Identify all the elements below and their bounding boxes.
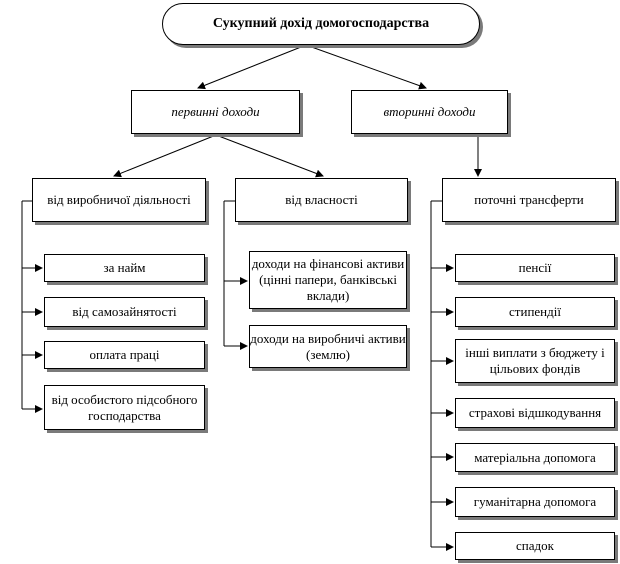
transfer-item: інші виплати з бюджету і цільових фондів [455,339,615,383]
transfer-item-label: спадок [516,538,554,553]
production-item: за найм [44,254,205,282]
root-label: Сукупний дохід домогосподарства [212,16,430,31]
production-item: оплата праці [44,341,205,369]
property-item: доходи на фінансові активи (цінні папери… [249,251,407,309]
transfer-item: матеріальна допомога [455,443,615,472]
transfer-item-label: пенсії [518,260,552,275]
transfer-item-label: стипендії [509,304,561,319]
property-item-label: доходи на фінансові активи (цінні папери… [251,256,405,303]
production-item-label: за найм [103,260,146,275]
production-income-node: від виробничої діяльності [32,178,206,222]
transfer-item: пенсії [455,254,615,282]
transfer-item: спадок [455,532,615,560]
property-income-label: від власності [285,192,358,207]
property-item-label: доходи на виробничі активи (землю) [250,330,406,362]
secondary-income-node: вторинні доходи [351,90,508,134]
transfer-item-label: інші виплати з бюджету і цільових фондів [465,345,605,376]
transfer-item: гуманітарна допомога [455,487,615,517]
property-income-node: від власності [235,178,408,222]
production-item: від особистого підсобного господарства [44,385,205,430]
production-item: від самозайнятості [44,297,205,327]
transfer-item-label: матеріальна допомога [474,449,596,465]
production-item-label: від самозайнятості [72,304,177,319]
production-income-label: від виробничої діяльності [47,192,191,207]
production-item-label: від особистого підсобного господарства [51,391,198,423]
transfer-item: страхові відшкодування [455,398,615,428]
current-transfers-label: поточні трансферти [474,192,584,207]
property-item: доходи на виробничі активи (землю) [249,325,407,368]
primary-income-node: первинні доходи [131,90,300,134]
production-item-label: оплата праці [89,347,160,362]
transfer-item-label: страхові відшкодування [468,405,602,420]
transfer-item-label: гуманітарна допомога [473,494,597,509]
current-transfers-node: поточні трансферти [442,178,616,222]
root-node: Сукупний дохід домогосподарства [162,3,480,45]
primary-income-label: первинні доходи [171,104,260,119]
transfer-item: стипендії [455,297,615,327]
secondary-income-label: вторинні доходи [383,104,476,119]
